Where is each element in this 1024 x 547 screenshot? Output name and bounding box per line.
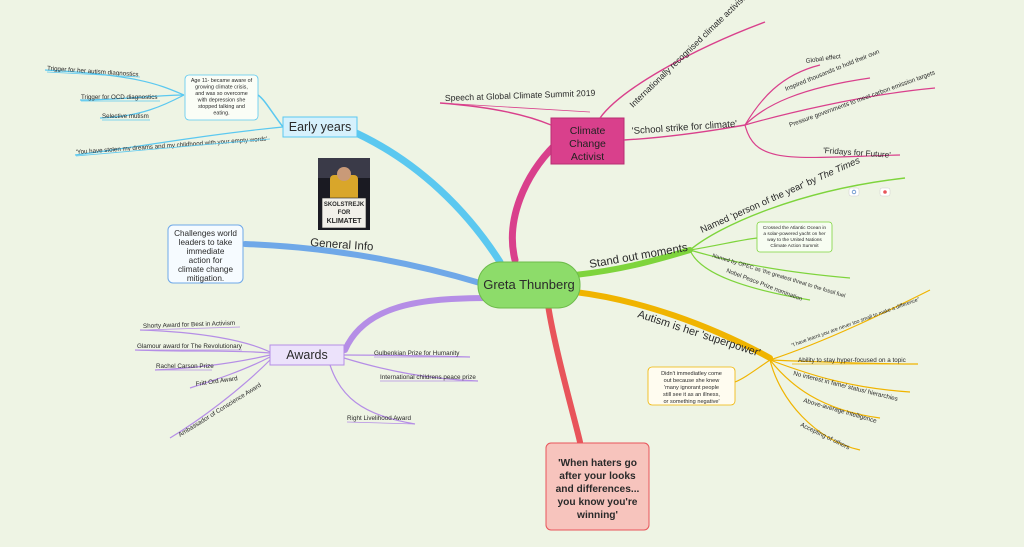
quote-line: after your looks <box>559 471 636 482</box>
climate-activist-label-line: Activist <box>571 151 604 163</box>
award-item: Gulbenkian Prize for Humanity <box>374 350 460 357</box>
autism-branch: Autism is her 'superpower' Didn't immedi… <box>636 289 931 452</box>
central-label: Greta Thunberg <box>483 277 575 292</box>
leaf-underlines <box>46 71 918 425</box>
general-info-note-line: immediate <box>187 247 225 256</box>
stand-out-note-line: a solar-powered yacht on her <box>763 231 826 237</box>
autism-note-line: 'many ignorant people <box>664 385 719 391</box>
branch-curve-climate <box>508 141 559 264</box>
general-info-note-line: mitigation. <box>187 274 224 283</box>
autism-item: Ability to stay hyper-focused on a topic <box>798 357 906 364</box>
autism-note-line: or something negative' <box>663 399 719 405</box>
general-info-note-line: Challenges world <box>174 229 237 238</box>
award-item: Fritt Ord Award <box>195 375 238 388</box>
quote-line: you know you're <box>558 497 638 508</box>
quote-node[interactable] <box>545 442 650 531</box>
autism-note-line: Didn't immediatley come <box>661 371 722 377</box>
early-years-note-line: growing climate crisis, <box>195 85 248 91</box>
branch-curve-quote <box>545 302 583 445</box>
early-years-note <box>184 74 259 121</box>
awards-label: Awards <box>286 348 327 362</box>
quote-line: 'When haters go <box>558 458 637 469</box>
stand-out-note <box>756 221 833 253</box>
early-years-note-line: and was so overcome <box>195 91 247 97</box>
awards-branch: Awards Shorty Award for Best in Activism… <box>134 320 479 439</box>
award-item: Ambassador of Conscience Award <box>177 382 263 439</box>
autism-note <box>647 366 736 406</box>
general-info-note-line: climate change <box>178 265 234 274</box>
stand-out-note-line: Crossed the Atlantic Ocean in <box>763 225 827 231</box>
quote-line: winning' <box>576 510 618 521</box>
early-years-branch: Early years Age 11- became aware of grow… <box>44 65 358 156</box>
early-years-label: Early years <box>289 120 352 134</box>
early-years-item: Trigger for OCD diagnostics <box>81 94 157 101</box>
autism-item: "I have learnt you are never too small t… <box>791 297 921 349</box>
greta-photo: SKOLSTREJK FOR KLIMATET <box>318 158 370 230</box>
autism-item: Accepting of others <box>799 422 851 452</box>
early-years-note-line: Age 11- became aware of <box>191 78 253 84</box>
early-years-note-line: stopped talking and <box>198 104 245 110</box>
autism-note-line: still see it as an illness, <box>663 392 720 398</box>
early-years-item: 'You have stolen my dreams and my childh… <box>76 136 268 156</box>
general-info-branch: General Info Challenges world leaders to… <box>167 158 374 284</box>
award-item: Rachel Carson Prize <box>156 363 214 370</box>
photo-sign-line: FOR <box>338 210 351 216</box>
central-node[interactable]: Greta Thunberg <box>477 261 581 309</box>
photo-sign-line: SKOLSTREJK <box>324 202 365 208</box>
climate-activist-node[interactable] <box>550 117 625 165</box>
stand-out-note-line: Climate Action Summit <box>770 243 819 249</box>
climate-activist-branch: Climate Change Activist Speech at Global… <box>439 0 936 165</box>
award-item: International childrens peace prize <box>380 374 476 381</box>
quote-branch: 'When haters go after your looks and dif… <box>545 442 650 531</box>
early-years-note-line: eating. <box>213 111 229 117</box>
branch-curve-early-years <box>341 124 504 266</box>
general-info-note <box>167 224 244 284</box>
school-strike-item: Global effect <box>805 53 841 65</box>
climate-activist-label-line: Climate <box>570 125 606 137</box>
award-item: Shorty Award for Best in Activism <box>143 320 235 330</box>
award-item: Glamour award for The Revolutionary <box>137 343 243 350</box>
branch-curve-autism <box>572 289 773 361</box>
link-icon[interactable] <box>848 187 860 197</box>
branch-curve-standout <box>572 247 693 278</box>
climate-item: Internationally recognised climate activ… <box>627 0 747 109</box>
general-info-note-line: action for <box>189 256 223 265</box>
stand-out-note-line: way to the United Nations <box>767 237 822 243</box>
branch-curve-general-info <box>242 241 483 286</box>
autism-item: Above-average intelligence <box>802 397 877 425</box>
climate-item: Speech at Global Climate Summit 2019 <box>445 88 596 103</box>
climate-activist-label-line: Change <box>569 138 606 150</box>
quote-line: and differences... <box>556 484 640 495</box>
general-info-note-line: leaders to take <box>179 238 233 247</box>
branch-curve-awards <box>342 295 493 353</box>
photo-sign-line: KLIMATET <box>327 218 363 225</box>
early-years-note-line: with depression she <box>197 98 246 104</box>
stand-out-branch: Stand out moments Named 'person of the y… <box>588 155 906 303</box>
autism-note-line: out because she knew <box>664 378 721 384</box>
early-years-item: Selective mutism <box>102 113 149 120</box>
attachment-icon[interactable] <box>879 187 891 197</box>
general-info-label: General Info <box>310 237 374 253</box>
autism-label: Autism is her 'superpower' <box>636 308 762 359</box>
award-item: Right Livelihood Award <box>347 415 411 422</box>
